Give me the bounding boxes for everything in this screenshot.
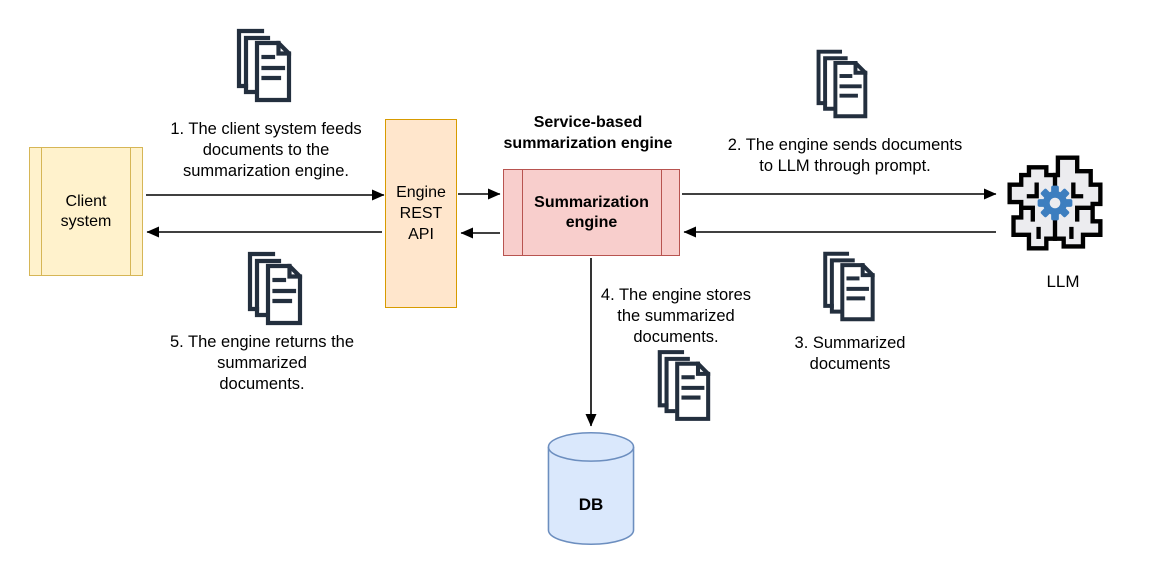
- summarization-engine-label: Summarization engine: [534, 193, 649, 231]
- brain-with-gear-icon: [1007, 155, 1103, 251]
- database-cylinder-icon: [547, 431, 635, 545]
- documents-stack-icon: [243, 249, 305, 327]
- llm-label: LLM: [1046, 272, 1080, 291]
- node-engine-rest-api: Engine REST API: [385, 119, 457, 308]
- step4-label: 4. The engine stores the summarized docu…: [600, 286, 752, 346]
- node-summarization-engine: Summarization engine: [503, 169, 680, 256]
- documents-stack-icon: [232, 26, 294, 104]
- step3-label: 3. Summarized documents: [794, 334, 906, 373]
- step1-label: 1. The client system feeds documents to …: [170, 120, 362, 180]
- documents-stack-icon: [812, 47, 870, 120]
- step5-label: 5. The engine returns the summarized doc…: [169, 333, 355, 393]
- node-db: DB: [547, 430, 635, 548]
- documents-stack-icon: [653, 347, 713, 423]
- step2-label: 2. The engine sends documents to LLM thr…: [727, 136, 963, 175]
- db-label: DB: [578, 494, 604, 514]
- diagram-title: Service-based summarization engine: [503, 114, 673, 152]
- node-client-system: Client system: [29, 147, 143, 276]
- gear-icon: [1037, 185, 1073, 221]
- documents-stack-icon: [818, 249, 878, 323]
- engine-rest-api-label: Engine REST API: [396, 184, 446, 243]
- client-system-label: Client system: [60, 192, 112, 230]
